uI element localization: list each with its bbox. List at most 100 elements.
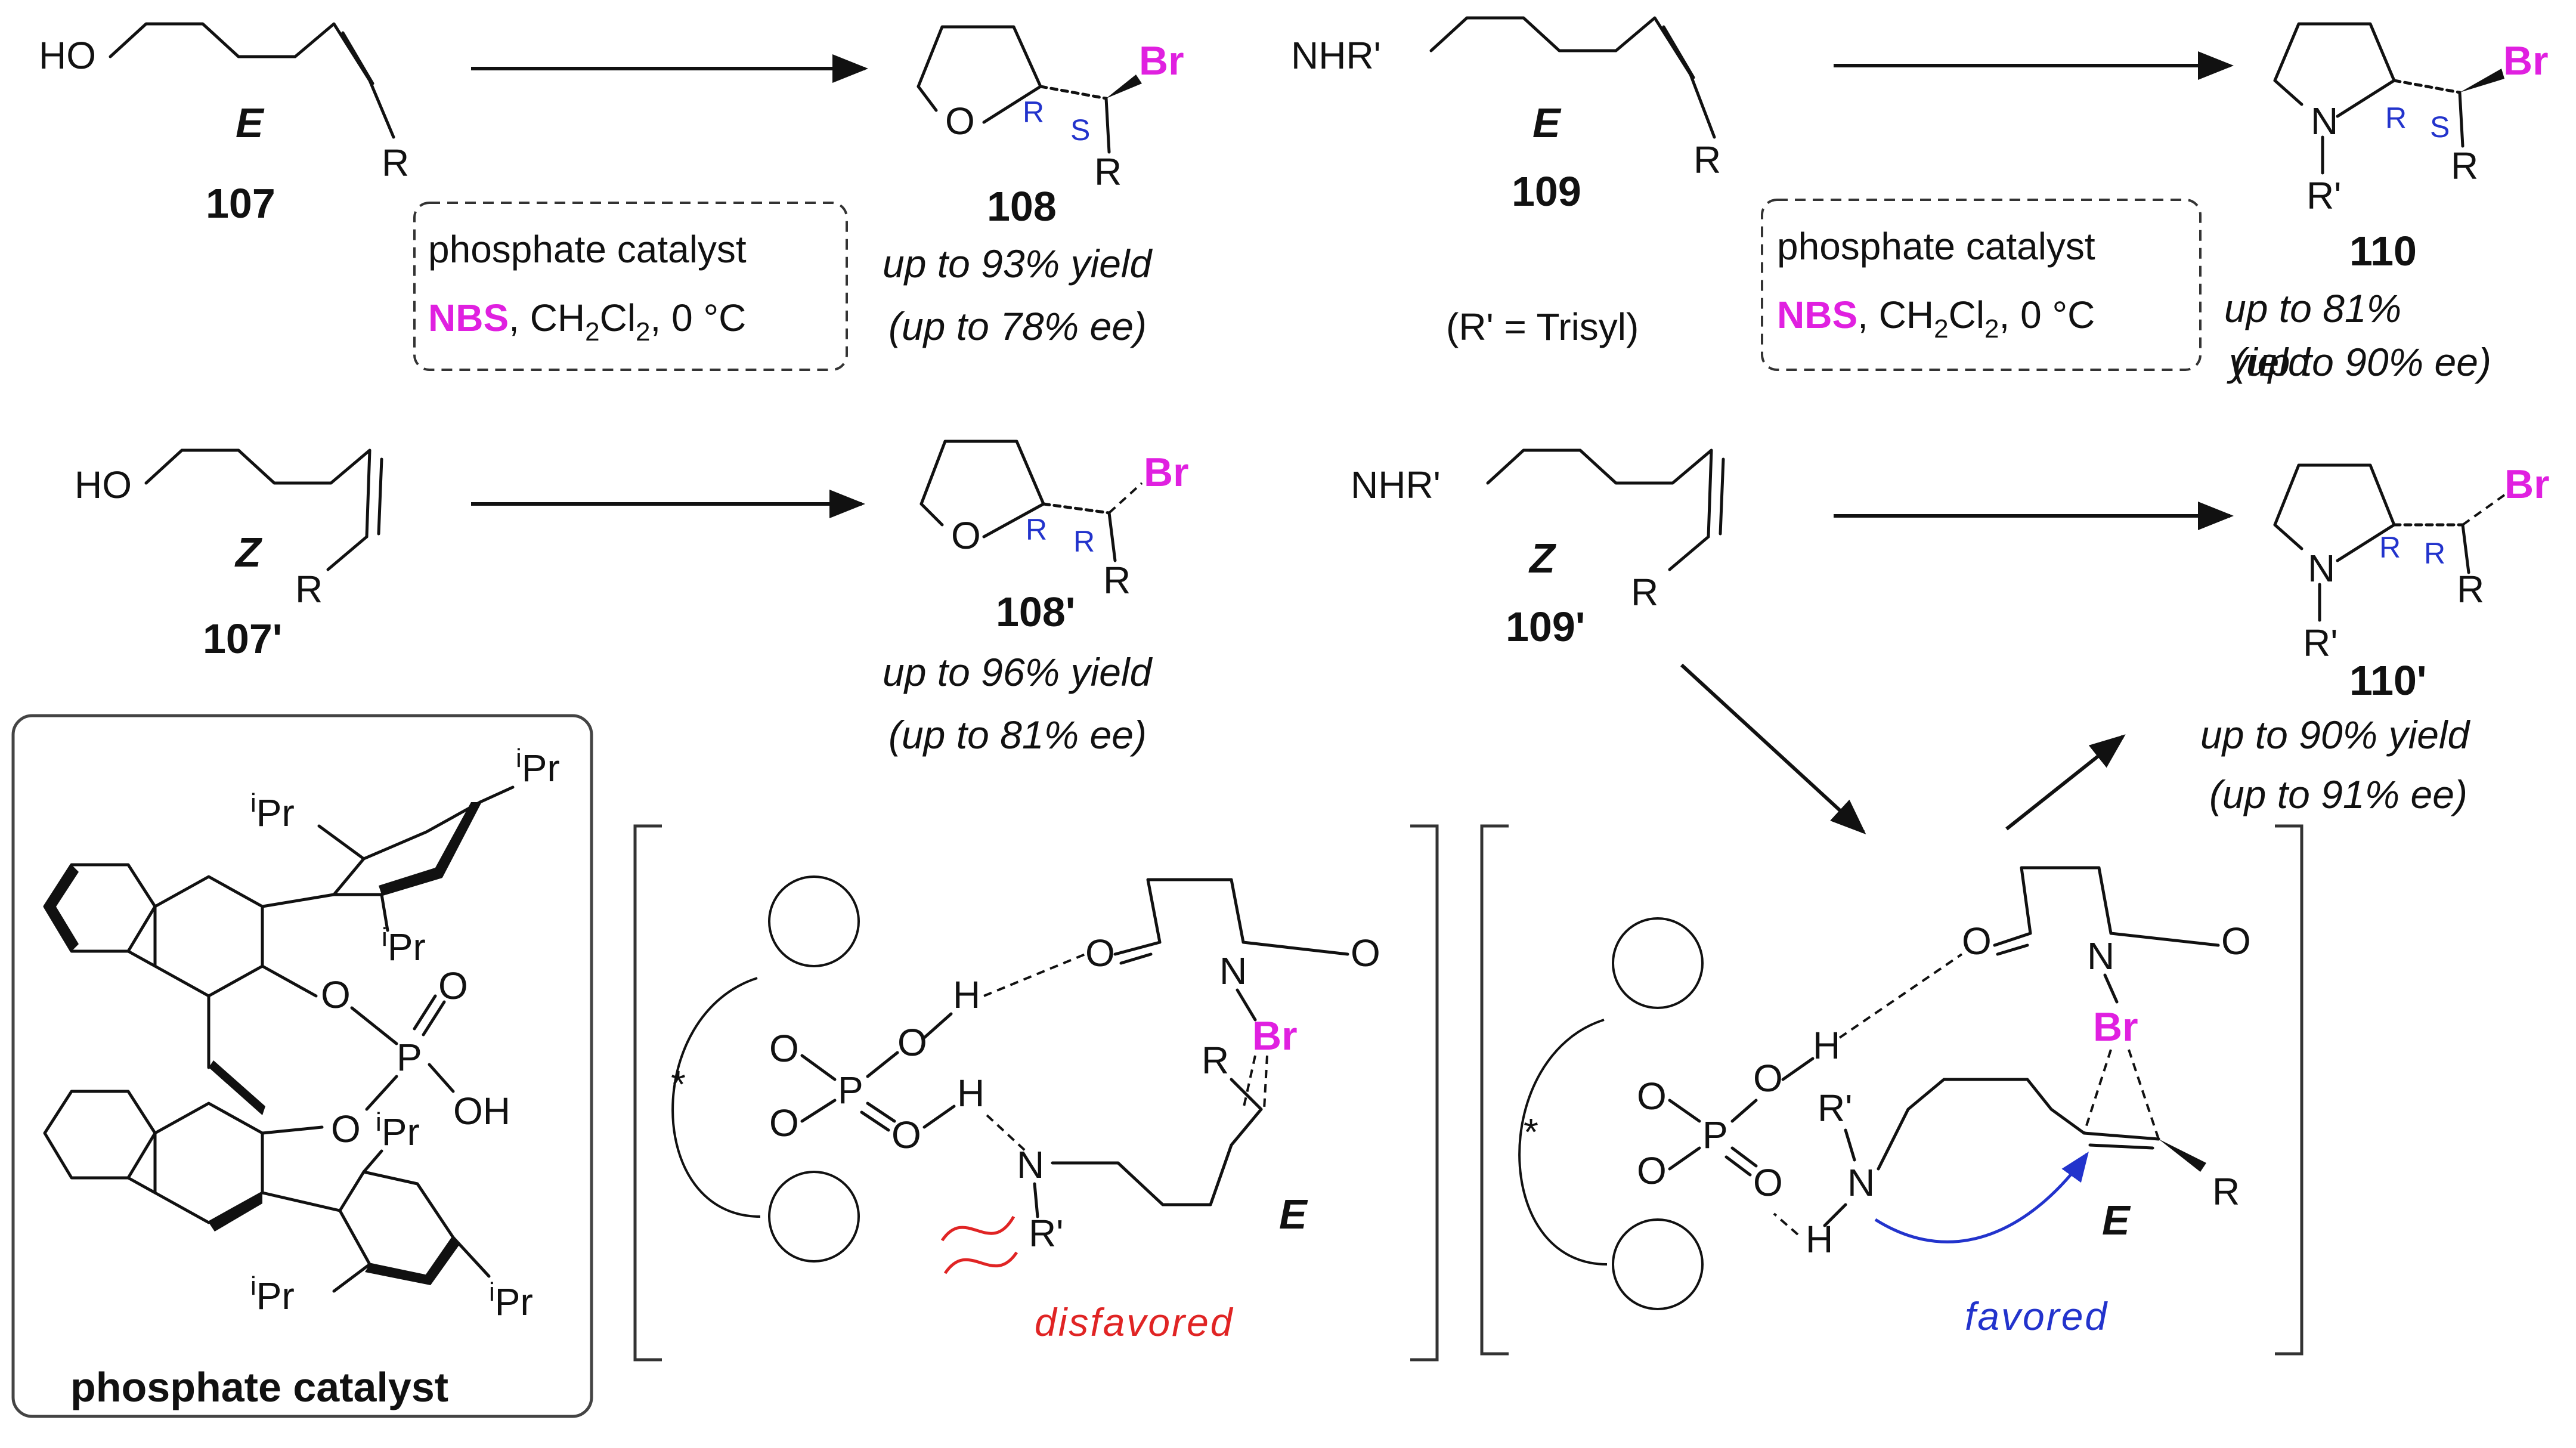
n-substituent: R' (2303, 621, 2337, 664)
geometry-label: E (236, 100, 265, 146)
oxygen-label: O (331, 1107, 361, 1150)
conditions-box-1: phosphate catalyst NBS, CH2Cl2, 0 °C (413, 202, 848, 371)
compound-number: 107' (203, 615, 282, 662)
ee-text: (up to 90% ee) (2233, 340, 2491, 384)
compound-number: 110' (2349, 657, 2427, 704)
compound-110: N R' Br R R S 110 up to 81% (up to 90% e… (2224, 22, 2549, 384)
hydrogen-label: H (1813, 1024, 1840, 1067)
oxygen-label: O (1753, 1161, 1783, 1204)
compound-110-prime: N R' Br R R R 110' up to 90% yield (up t… (2200, 462, 2550, 816)
yield-text: up to 93% yield (883, 242, 1153, 286)
stereo-descriptor-1: R (2385, 101, 2407, 135)
compound-number: 107 (206, 180, 275, 227)
oxygen-label: O (1637, 1075, 1667, 1118)
substituent-note: (R' = Trisyl) (1446, 305, 1639, 348)
compound-number: 108' (996, 589, 1075, 635)
r-group: R (1202, 1039, 1229, 1082)
catalyst-caption: phosphate catalyst (70, 1364, 448, 1410)
geometry-label: Z (1528, 535, 1556, 581)
yield-text: up to 90% yield (2200, 713, 2471, 757)
nucleophilic-attack-arrow (1874, 1151, 2089, 1243)
ring-oxygen: O (951, 514, 981, 557)
ring-nitrogen: N (2311, 100, 2338, 143)
hydrogen-label: H (1806, 1218, 1833, 1261)
hydrogen-label: H (953, 973, 980, 1016)
oxygen-label: O (1753, 1057, 1783, 1100)
oxygen-label: O (1962, 920, 1992, 963)
isopropyl-label: iPr (250, 788, 295, 834)
ring-nitrogen: N (2308, 547, 2335, 590)
oxygen-label: O (1637, 1149, 1667, 1192)
nitrogen-label: N (1017, 1143, 1044, 1186)
stereo-descriptor-2: R (2424, 537, 2445, 570)
stereo-descriptor-2: S (1070, 113, 1090, 147)
n-substituent: R' (1818, 1087, 1852, 1130)
bromine-label: Br (2503, 38, 2549, 83)
nitrogen-label: N (2087, 935, 2114, 977)
oxygen-label: O (1085, 932, 1115, 974)
isopropyl-label: iPr (382, 923, 426, 969)
r-group: R (2457, 568, 2484, 611)
geometry-label: E (1532, 100, 1562, 146)
catalyst-structure-box: iPr iPr iPr O P O OH O iPr iPr iPr (11, 714, 593, 1418)
oxygen-label: O (897, 1021, 927, 1064)
oxygen-label: O (891, 1113, 921, 1156)
oxygen-label: O (321, 973, 351, 1016)
yield-text: up to 81% (2224, 286, 2401, 330)
ee-text: (up to 81% ee) (888, 713, 1147, 757)
ee-text: (up to 91% ee) (2209, 772, 2467, 816)
chiral-star: * (671, 1063, 686, 1106)
phosphorus-label: P (397, 1036, 422, 1079)
ring-oxygen: O (945, 100, 975, 143)
stereo-descriptor-1: R (1023, 95, 1044, 129)
oxygen-label: O (1351, 932, 1380, 974)
chiral-star: * (1524, 1110, 1538, 1153)
hydrogen-label: H (957, 1072, 984, 1115)
bromine-label: Br (2093, 1004, 2138, 1050)
compound-108-prime: O Br R R R 108' up to 96% yield (up to 8… (883, 440, 1189, 757)
compound-107-prime: HO R Z 107' (75, 448, 383, 662)
bromine-label: Br (1252, 1013, 1298, 1059)
r-group: R (382, 141, 409, 184)
geometry-label: Z (234, 529, 262, 576)
compound-108: O Br R R S 108 up to 93% yield (up to 78… (883, 25, 1184, 348)
phosphorus-label: P (1702, 1113, 1728, 1156)
conditions-box-2: phosphate catalyst NBS, CH2Cl2, 0 °C (1761, 199, 2202, 371)
nitrogen-label: N (1847, 1161, 1875, 1204)
r-group: R (2212, 1170, 2240, 1213)
compound-109-prime: NHR' R Z 109' (1351, 448, 1725, 650)
catalyst-label: phosphate catalyst (428, 228, 747, 271)
isopropyl-label: iPr (516, 744, 560, 790)
yield-overlap-text: yield (2227, 340, 2311, 384)
arrow-to-transition-state (1680, 663, 1866, 835)
compound-109: NHR' R E 109 (R' = Trisyl) (1291, 16, 1721, 348)
arrow-from-transition-state (2005, 734, 2126, 831)
hydroxyl-label: OH (453, 1090, 510, 1133)
disfavored-label: disfavored (1035, 1300, 1234, 1344)
oxygen-label: O (438, 964, 468, 1007)
r-group: R (1103, 559, 1131, 602)
r-group: R (295, 568, 323, 611)
ee-text: (up to 78% ee) (888, 304, 1147, 348)
compound-107: HO R E 107 (39, 22, 409, 227)
hydroxyl-label: HO (39, 34, 96, 77)
isopropyl-label: iPr (489, 1277, 533, 1323)
r-group: R (1693, 138, 1721, 181)
geometry-label: E (1279, 1191, 1308, 1237)
compound-number: 110 (2349, 228, 2417, 274)
catalyst-label: phosphate catalyst (1777, 225, 2095, 268)
nitrogen-label: N (1219, 949, 1247, 992)
bromine-label: Br (1139, 38, 1184, 83)
compound-number: 109 (1512, 168, 1581, 215)
favored-label: favored (1965, 1294, 2109, 1338)
yield-text: up to 96% yield (883, 650, 1153, 694)
oxygen-label: O (2221, 920, 2251, 963)
reagents-label: NBS, CH2Cl2, 0 °C (1777, 293, 2095, 344)
r-group: R (1094, 150, 1122, 193)
hydroxyl-label: HO (75, 463, 132, 506)
transition-state-disfavored: * O O P O O H H O O N Br R N R' E disfav… (633, 824, 1439, 1362)
n-substituent: R' (1029, 1212, 1063, 1255)
r-group: R (2451, 144, 2478, 187)
amine-label: NHR' (1291, 34, 1381, 77)
